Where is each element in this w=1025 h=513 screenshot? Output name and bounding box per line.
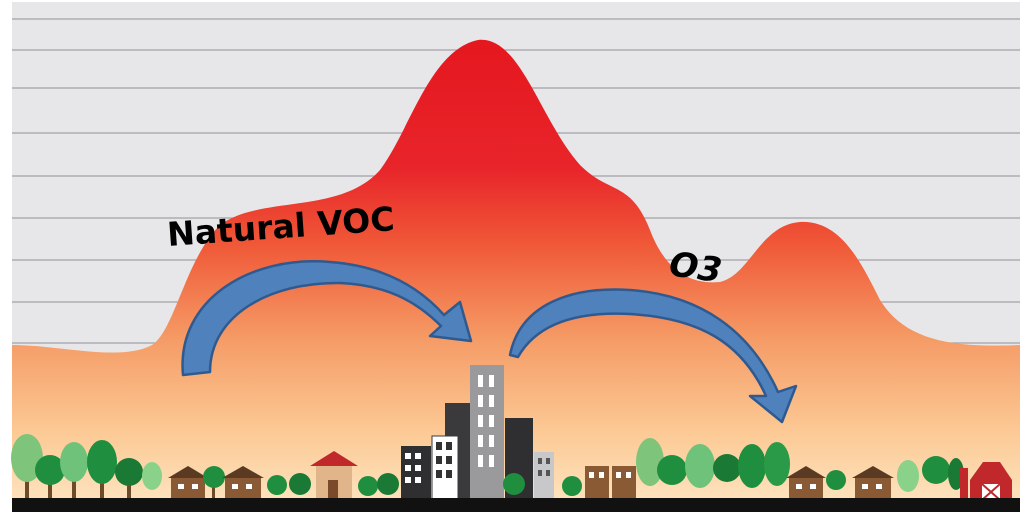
tree-icon: [826, 470, 846, 490]
curved-arrow-icon: [508, 288, 798, 424]
barn-icon: [970, 462, 1012, 500]
tree-icon: [358, 476, 378, 496]
tree-icon: [377, 473, 399, 495]
tree-icon: [267, 475, 287, 495]
house-icon: [855, 478, 891, 500]
house-icon: [789, 478, 823, 500]
tree-icon: [203, 466, 225, 488]
tree-icon: [87, 440, 117, 484]
right-ground-items: [562, 438, 1012, 501]
house-icon: [612, 466, 636, 500]
house-icon: [168, 466, 208, 478]
tree-icon: [713, 454, 741, 482]
building-icon: [534, 452, 554, 500]
tree-icon: [115, 458, 143, 486]
tree-icon: [35, 455, 65, 485]
tree-icon: [636, 438, 664, 486]
tree-icon: [657, 455, 687, 485]
tree-icon: [142, 462, 162, 490]
house-icon: [786, 466, 826, 478]
tree-icon: [764, 442, 790, 486]
curved-arrow-icon: [181, 260, 473, 377]
house-icon: [310, 451, 358, 466]
tree-icon: [212, 484, 215, 500]
tree-icon: [60, 442, 88, 482]
barn-icon: [960, 468, 968, 500]
building-icon: [431, 435, 459, 501]
city-buildings: [310, 365, 554, 501]
tree-icon: [562, 476, 582, 496]
label-o3: O3: [667, 244, 725, 291]
house-icon: [585, 466, 609, 500]
tree-icon: [289, 473, 311, 495]
house-icon: [852, 466, 894, 478]
house-icon: [225, 478, 261, 500]
house-icon: [222, 466, 264, 478]
tree-icon: [897, 460, 919, 492]
tree-icon: [738, 444, 766, 488]
house-icon: [171, 478, 205, 500]
left-ground-items: [11, 434, 525, 500]
tree-icon: [503, 473, 525, 495]
building-icon: [470, 365, 504, 500]
tree-icon: [922, 456, 950, 484]
ground-line: [12, 498, 1020, 512]
tree-icon: [685, 444, 715, 488]
